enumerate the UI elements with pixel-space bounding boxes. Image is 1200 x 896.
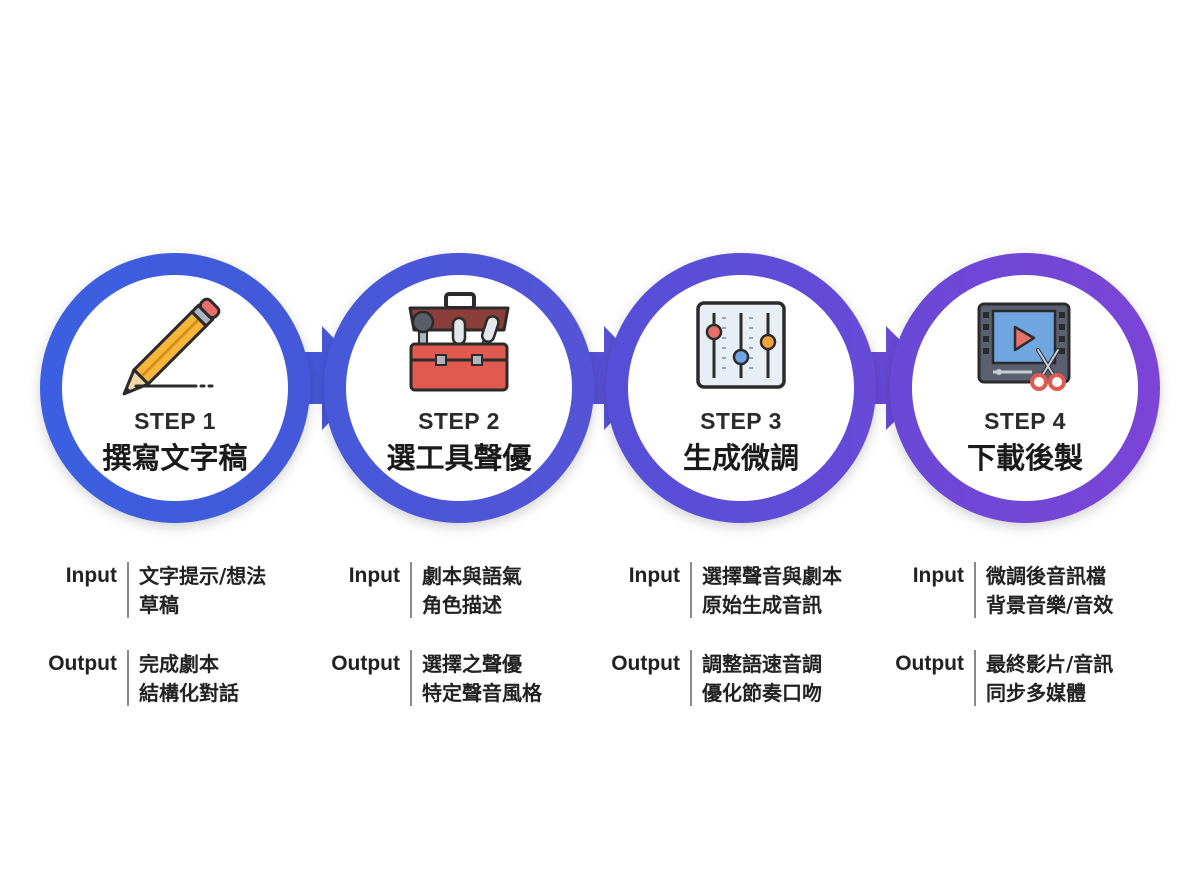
step-4-output: Output 最終影片/音訊 同步多媒體 bbox=[894, 650, 1113, 708]
output-label: Output bbox=[611, 652, 680, 675]
output-line: 最終影片/音訊 bbox=[986, 652, 1114, 676]
output-line: 優化節奏口吻 bbox=[702, 681, 822, 705]
toolbox-microphone-icon bbox=[408, 292, 510, 392]
step-4-input: Input 微調後音訊檔 背景音樂/音效 bbox=[894, 562, 1113, 620]
step-2-input: Input 劇本與語氣 角色描述 bbox=[330, 562, 522, 620]
step-1-input: Input 文字提示/想法 草稿 bbox=[47, 562, 266, 620]
input-line: 角色描述 bbox=[422, 593, 502, 617]
output-label: Output bbox=[48, 652, 117, 675]
step-number: STEP 2 bbox=[418, 408, 500, 434]
step-1-label: STEP 1 撰寫文字稿 bbox=[75, 408, 275, 477]
input-line: 背景音樂/音效 bbox=[986, 593, 1114, 617]
step-3-output: Output 調整語速音調 優化節奏口吻 bbox=[610, 650, 822, 708]
step-title: 選工具聲優 bbox=[386, 441, 532, 475]
video-scissors-icon bbox=[977, 302, 1071, 391]
divider bbox=[410, 562, 412, 618]
input-line: 原始生成音訊 bbox=[702, 593, 822, 617]
input-label: Input bbox=[628, 564, 680, 587]
output-line: 同步多媒體 bbox=[986, 681, 1086, 705]
step-3-label: STEP 3 生成微調 bbox=[641, 408, 841, 477]
mixer-sliders-icon bbox=[696, 301, 786, 389]
input-line: 劇本與語氣 bbox=[422, 564, 522, 588]
step-4-ring bbox=[890, 253, 1160, 523]
input-line: 選擇聲音與劇本 bbox=[702, 564, 842, 588]
output-line: 調整語速音調 bbox=[702, 652, 822, 676]
step-2-label: STEP 2 選工具聲優 bbox=[359, 408, 559, 477]
output-label: Output bbox=[895, 652, 964, 675]
divider bbox=[410, 650, 412, 706]
step-title: 生成微調 bbox=[682, 441, 799, 475]
input-line: 文字提示/想法 bbox=[139, 564, 267, 588]
input-label: Input bbox=[65, 564, 117, 587]
output-label: Output bbox=[331, 652, 400, 675]
divider bbox=[127, 650, 129, 706]
step-number: STEP 3 bbox=[700, 408, 782, 434]
divider bbox=[127, 562, 129, 618]
step-4-label: STEP 4 下載後製 bbox=[925, 408, 1125, 477]
divider bbox=[974, 562, 976, 618]
pencil-icon bbox=[122, 297, 221, 396]
step-3-input: Input 選擇聲音與劇本 原始生成音訊 bbox=[610, 562, 842, 620]
input-label: Input bbox=[912, 564, 964, 587]
step-title: 撰寫文字稿 bbox=[102, 441, 248, 475]
divider bbox=[690, 650, 692, 706]
output-line: 選擇之聲優 bbox=[422, 652, 522, 676]
step-1-ring bbox=[40, 253, 310, 523]
step-1-output: Output 完成劇本 結構化對話 bbox=[47, 650, 239, 708]
input-line: 微調後音訊檔 bbox=[986, 564, 1106, 588]
step-2-output: Output 選擇之聲優 特定聲音風格 bbox=[330, 650, 542, 708]
step-number: STEP 4 bbox=[984, 408, 1066, 434]
input-line: 草稿 bbox=[139, 593, 179, 617]
divider bbox=[974, 650, 976, 706]
divider bbox=[690, 562, 692, 618]
step-title: 下載後製 bbox=[966, 441, 1083, 475]
output-line: 特定聲音風格 bbox=[422, 681, 542, 705]
step-number: STEP 1 bbox=[134, 408, 216, 434]
input-label: Input bbox=[348, 564, 400, 587]
output-line: 結構化對話 bbox=[139, 681, 239, 705]
output-line: 完成劇本 bbox=[139, 652, 219, 676]
